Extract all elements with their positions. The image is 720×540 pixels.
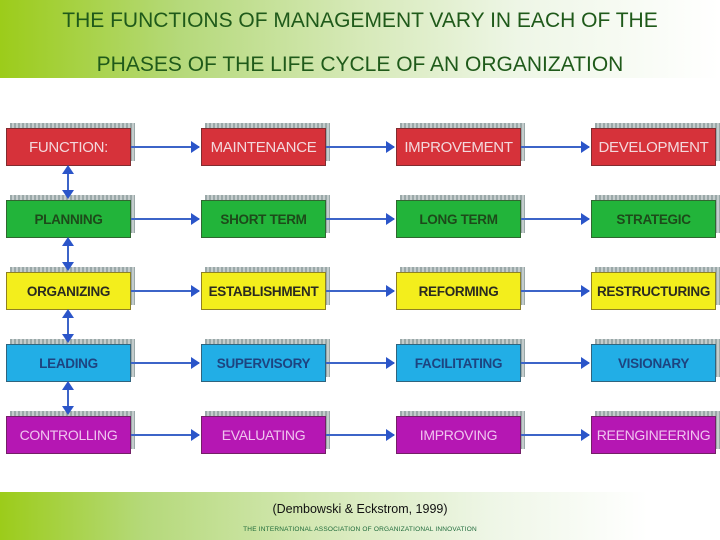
box-restructuring: RESTRUCTURING (591, 272, 716, 310)
box-controlling: CONTROLLING (6, 416, 131, 454)
arrow-right-icon (521, 285, 590, 297)
arrow-right-icon (131, 141, 200, 153)
arrow-right-icon (131, 285, 200, 297)
double-arrow-vertical-icon (62, 237, 74, 271)
arrow-right-icon (131, 213, 200, 225)
arrow-right-icon (521, 141, 590, 153)
arrow-right-icon (131, 357, 200, 369)
arrow-right-icon (521, 429, 590, 441)
box-improvement-header: IMPROVEMENT (396, 128, 521, 166)
arrow-right-icon (326, 285, 395, 297)
box-maintenance-header: MAINTENANCE (201, 128, 326, 166)
box-supervisory: SUPERVISORY (201, 344, 326, 382)
double-arrow-vertical-icon (62, 381, 74, 415)
box-organizing: ORGANIZING (6, 272, 131, 310)
box-long-term: LONG TERM (396, 200, 521, 238)
title-banner: THE FUNCTIONS OF MANAGEMENT VARY IN EACH… (0, 0, 720, 78)
box-short-term: SHORT TERM (201, 200, 326, 238)
page-title-line-1: THE FUNCTIONS OF MANAGEMENT VARY IN EACH… (62, 9, 658, 32)
arrow-right-icon (521, 357, 590, 369)
arrow-right-icon (326, 357, 395, 369)
box-visionary: VISIONARY (591, 344, 716, 382)
double-arrow-vertical-icon (62, 309, 74, 343)
page-title-line-2: PHASES OF THE LIFE CYCLE OF AN ORGANIZAT… (96, 53, 624, 76)
arrow-right-icon (326, 213, 395, 225)
box-function-header: FUNCTION: (6, 128, 131, 166)
arrow-right-icon (326, 429, 395, 441)
box-strategic: STRATEGIC (591, 200, 716, 238)
association-name: THE INTERNATIONAL ASSOCIATION OF ORGANIZ… (243, 526, 477, 533)
box-improving: IMPROVING (396, 416, 521, 454)
box-evaluating: EVALUATING (201, 416, 326, 454)
citation: (Dembowski & Eckstrom, 1999) (272, 502, 448, 516)
box-facilitating: FACILITATING (396, 344, 521, 382)
arrow-right-icon (131, 429, 200, 441)
box-reforming: REFORMING (396, 272, 521, 310)
arrow-right-icon (521, 213, 590, 225)
box-leading: LEADING (6, 344, 131, 382)
double-arrow-vertical-icon (62, 165, 74, 199)
arrow-right-icon (326, 141, 395, 153)
box-establishment: ESTABLISHMENT (201, 272, 326, 310)
box-development-header: DEVELOPMENT (591, 128, 716, 166)
box-reengineering: REENGINEERING (591, 416, 716, 454)
management-functions-diagram: FUNCTION: MAINTENANCE IMPROVEMENT DEVELO… (0, 80, 720, 490)
footer-banner: (Dembowski & Eckstrom, 1999) THE INTERNA… (0, 492, 720, 540)
box-planning: PLANNING (6, 200, 131, 238)
